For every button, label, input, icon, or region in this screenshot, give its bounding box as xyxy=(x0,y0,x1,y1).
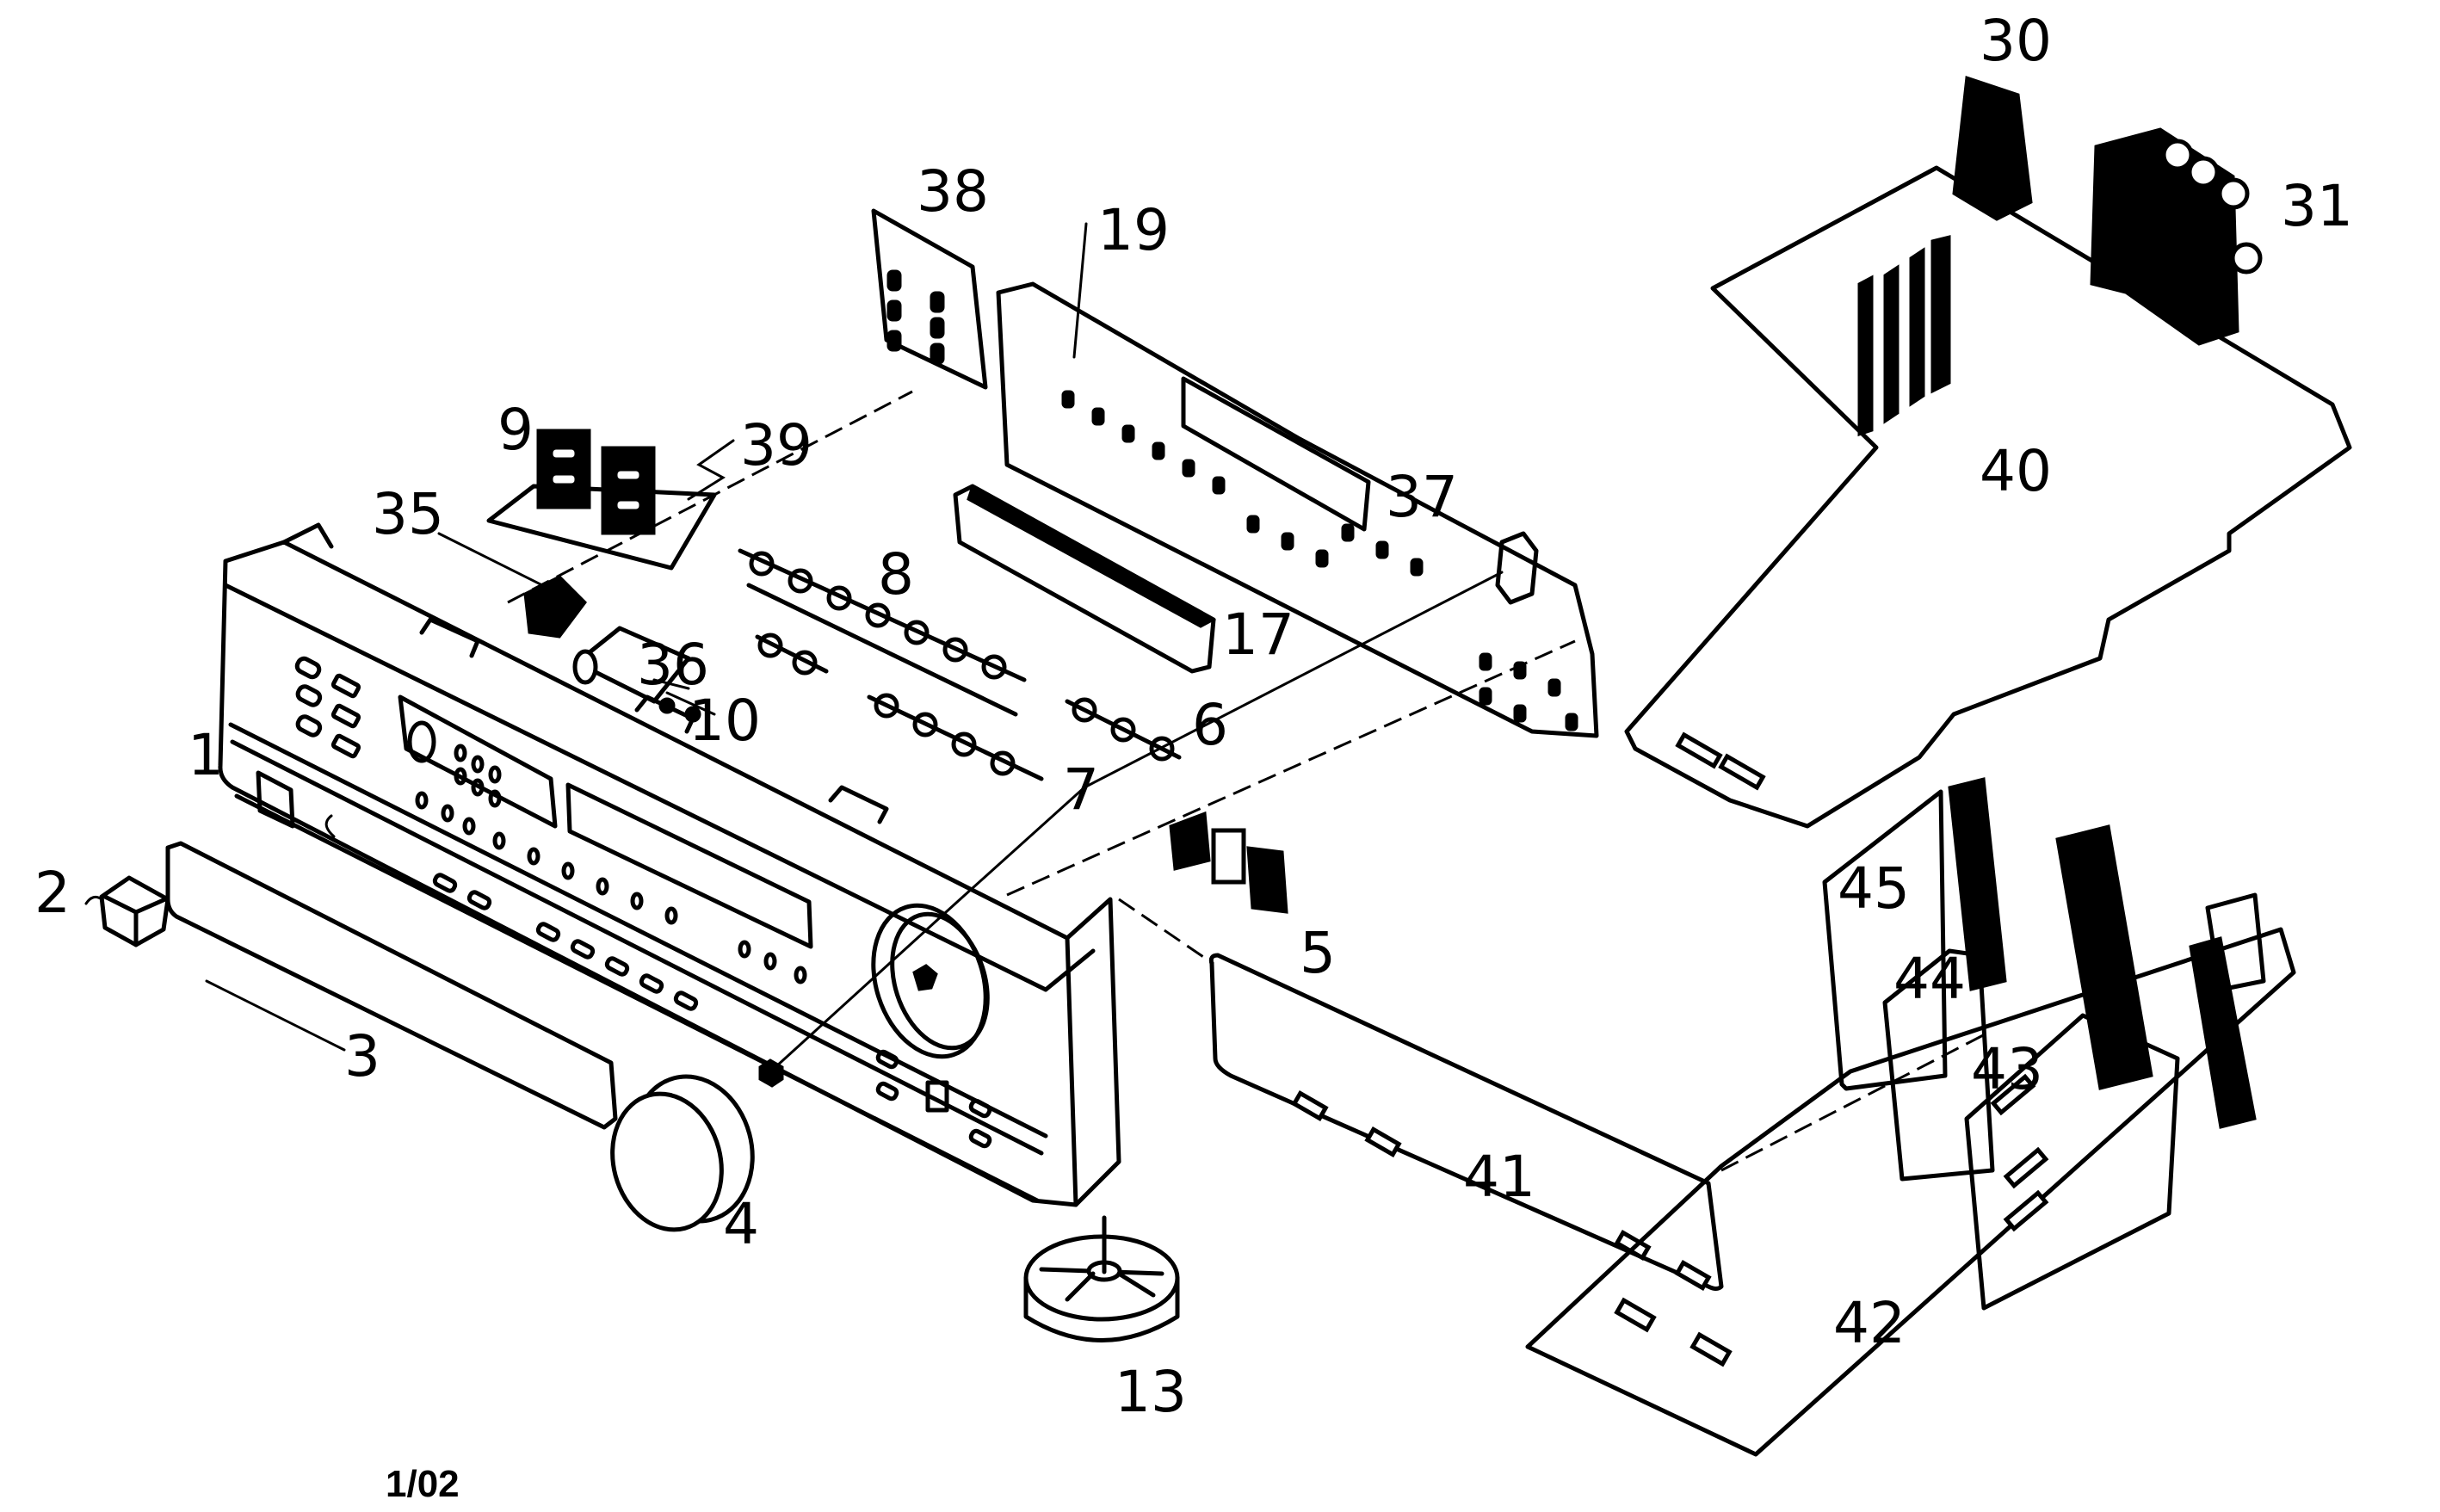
part-label-19: 19 xyxy=(1097,197,1170,263)
part-label-9: 9 xyxy=(497,397,534,463)
board-part-45 xyxy=(1822,789,1948,1091)
display-window xyxy=(565,782,813,949)
part-label-41: 41 xyxy=(1463,1144,1535,1210)
jack-row-part-7 xyxy=(755,633,1044,781)
board-part-44 xyxy=(1882,948,1995,1182)
jack-row-part-6 xyxy=(1065,697,1182,762)
board-part-41 xyxy=(1208,953,1724,1291)
fan-part-13 xyxy=(1023,1215,1180,1342)
part-label-31: 31 xyxy=(2281,173,2353,239)
board-part-43 xyxy=(1964,1013,2180,1311)
panel-button-grid xyxy=(294,656,361,759)
panel-indicator-dots xyxy=(415,744,807,984)
board-part-38 xyxy=(871,208,988,390)
part-label-5: 5 xyxy=(1300,920,1336,986)
display-part-17 xyxy=(953,484,1217,674)
screws-part-10 xyxy=(658,691,716,723)
part-label-43: 43 xyxy=(1971,1036,2043,1102)
part-label-42: 42 xyxy=(1833,1290,1906,1356)
terminal-block-part-31 xyxy=(2090,127,2263,346)
power-window xyxy=(256,770,295,829)
part-label-37: 37 xyxy=(1386,464,1458,530)
switch-part-35 xyxy=(437,532,587,639)
jack-block-part-5 xyxy=(1169,811,1288,914)
button-cap-part-2 xyxy=(84,875,170,947)
part-label-1: 1 xyxy=(188,722,224,788)
jack-row-part-8 xyxy=(738,548,1027,717)
part-label-2: 2 xyxy=(34,860,71,926)
part-label-38-visible: 38 xyxy=(917,158,989,225)
heatsink-fins xyxy=(1857,235,1951,437)
panel-small-buttons xyxy=(432,873,699,1011)
part-label-8: 8 xyxy=(878,541,914,608)
part-label-4: 4 xyxy=(723,1191,759,1257)
document-footer-code: 1/02 xyxy=(386,1463,460,1505)
part-label-6: 6 xyxy=(1192,692,1228,758)
part-label-40: 40 xyxy=(1980,438,2052,504)
heatsink-part-30 xyxy=(1952,75,2033,221)
part-label-36: 36 xyxy=(637,632,709,698)
board-components xyxy=(1061,390,1578,731)
jack-part-36 xyxy=(572,626,691,704)
part-label-10: 10 xyxy=(689,688,761,754)
board-part-40 xyxy=(1624,165,2352,829)
part-label-3: 3 xyxy=(344,1023,380,1089)
part-label-39: 39 xyxy=(740,412,812,478)
part-label-45: 45 xyxy=(1838,855,1910,922)
leader-line-19 xyxy=(1072,222,1088,359)
part-label-35: 35 xyxy=(372,481,444,547)
front-panel-part-1 xyxy=(218,522,1121,1207)
part-label-44: 44 xyxy=(1893,946,1966,1012)
board-part-42 xyxy=(1525,927,2296,1457)
leader-line-39 xyxy=(687,439,735,501)
board-part-37 xyxy=(996,281,1599,738)
part-label-13: 13 xyxy=(1115,1359,1187,1425)
connector-columns xyxy=(1948,777,2266,1129)
assembly-guide-lines xyxy=(507,390,1989,1172)
part-label-17: 17 xyxy=(1222,602,1294,668)
window-lens-part-3 xyxy=(165,841,618,1130)
part-label-7: 7 xyxy=(1063,756,1099,823)
part-label-30: 30 xyxy=(1980,8,2052,74)
volume-knob-part-4 xyxy=(610,571,1504,1232)
jack-block-part-9 xyxy=(486,429,717,571)
